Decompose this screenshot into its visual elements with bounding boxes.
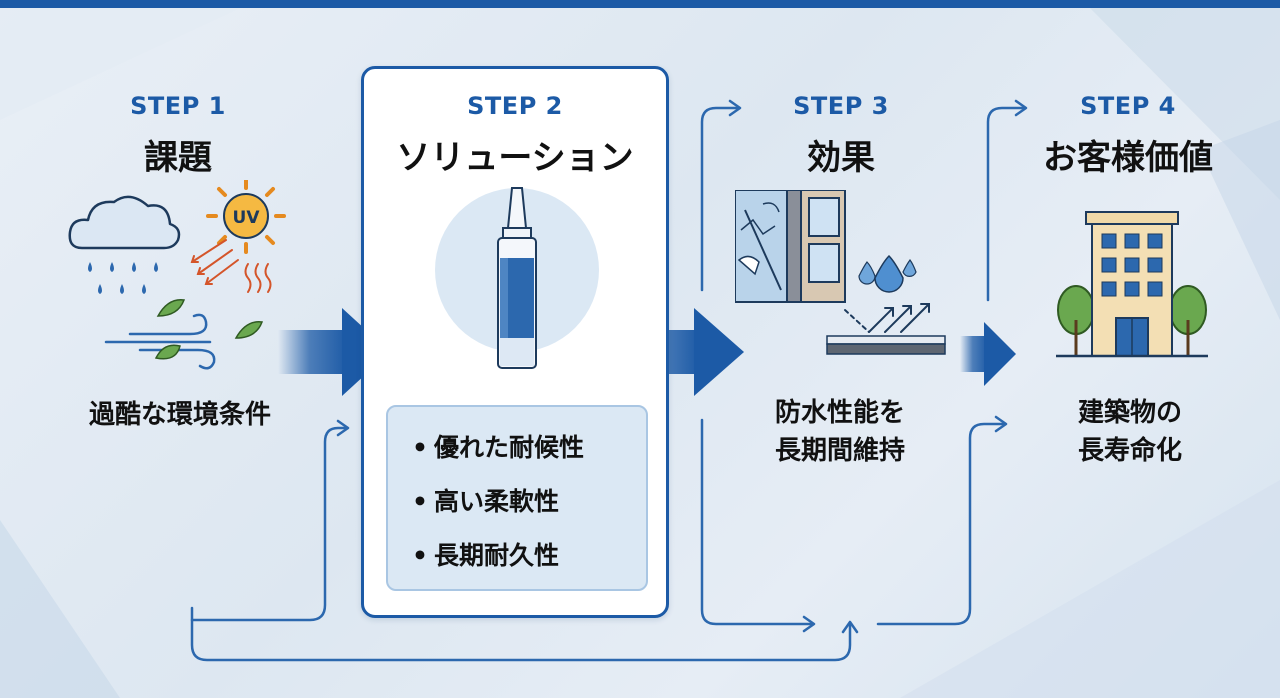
- step2-title: ソリューション: [396, 138, 634, 178]
- rain-cloud-icon: [68, 195, 181, 294]
- benefit-text: 高い柔軟性: [434, 487, 560, 516]
- benefit-item: •長期耐久性: [412, 541, 560, 570]
- top-accent-bar: [0, 0, 1280, 8]
- uv-sun-icon: UV: [206, 180, 286, 254]
- step4-caption-line: 建築物の: [1077, 398, 1182, 428]
- step1-illustration: UV: [68, 180, 286, 370]
- step2-label: STEP 2: [467, 92, 563, 120]
- step4-title: お客様価値: [1043, 138, 1213, 178]
- step4-caption-line: 長寿命化: [1077, 436, 1182, 466]
- step4-caption: 建築物の 長寿命化: [1030, 394, 1230, 470]
- sealant-cartridge-icon: [435, 187, 599, 369]
- benefit-item: •高い柔軟性: [412, 487, 560, 516]
- step1-title: 課題: [144, 138, 212, 178]
- main-arrow-3: [960, 322, 1016, 386]
- sealed-joint-icon: [735, 190, 846, 303]
- benefit-text: 優れた耐候性: [434, 433, 585, 462]
- step3-caption-line: 長期間維持: [774, 436, 905, 466]
- step1-caption: 過酷な環境条件: [60, 396, 300, 434]
- uv-rays-icon: [190, 239, 239, 285]
- uv-text: UV: [233, 208, 261, 228]
- step3-illustration: [735, 190, 946, 355]
- step3-caption-line: 防水性能を: [774, 398, 905, 428]
- benefit-item: •優れた耐候性: [412, 433, 585, 462]
- step3-caption: 防水性能を 長期間維持: [740, 394, 940, 470]
- benefits-list: •優れた耐候性 •高い柔軟性 •長期耐久性: [386, 405, 648, 591]
- step1-caption-line: 過酷な環境条件: [88, 400, 271, 430]
- building-icon: [1056, 211, 1208, 358]
- step3-label: STEP 3: [793, 92, 889, 120]
- wind-leaves-icon: [104, 299, 264, 370]
- step3-title: 効果: [807, 138, 875, 178]
- benefit-text: 長期耐久性: [434, 541, 560, 570]
- water-repellent-icon: [826, 254, 946, 355]
- step1-label: STEP 1: [130, 92, 226, 120]
- step4-label: STEP 4: [1080, 92, 1176, 120]
- heat-icon: [244, 263, 272, 293]
